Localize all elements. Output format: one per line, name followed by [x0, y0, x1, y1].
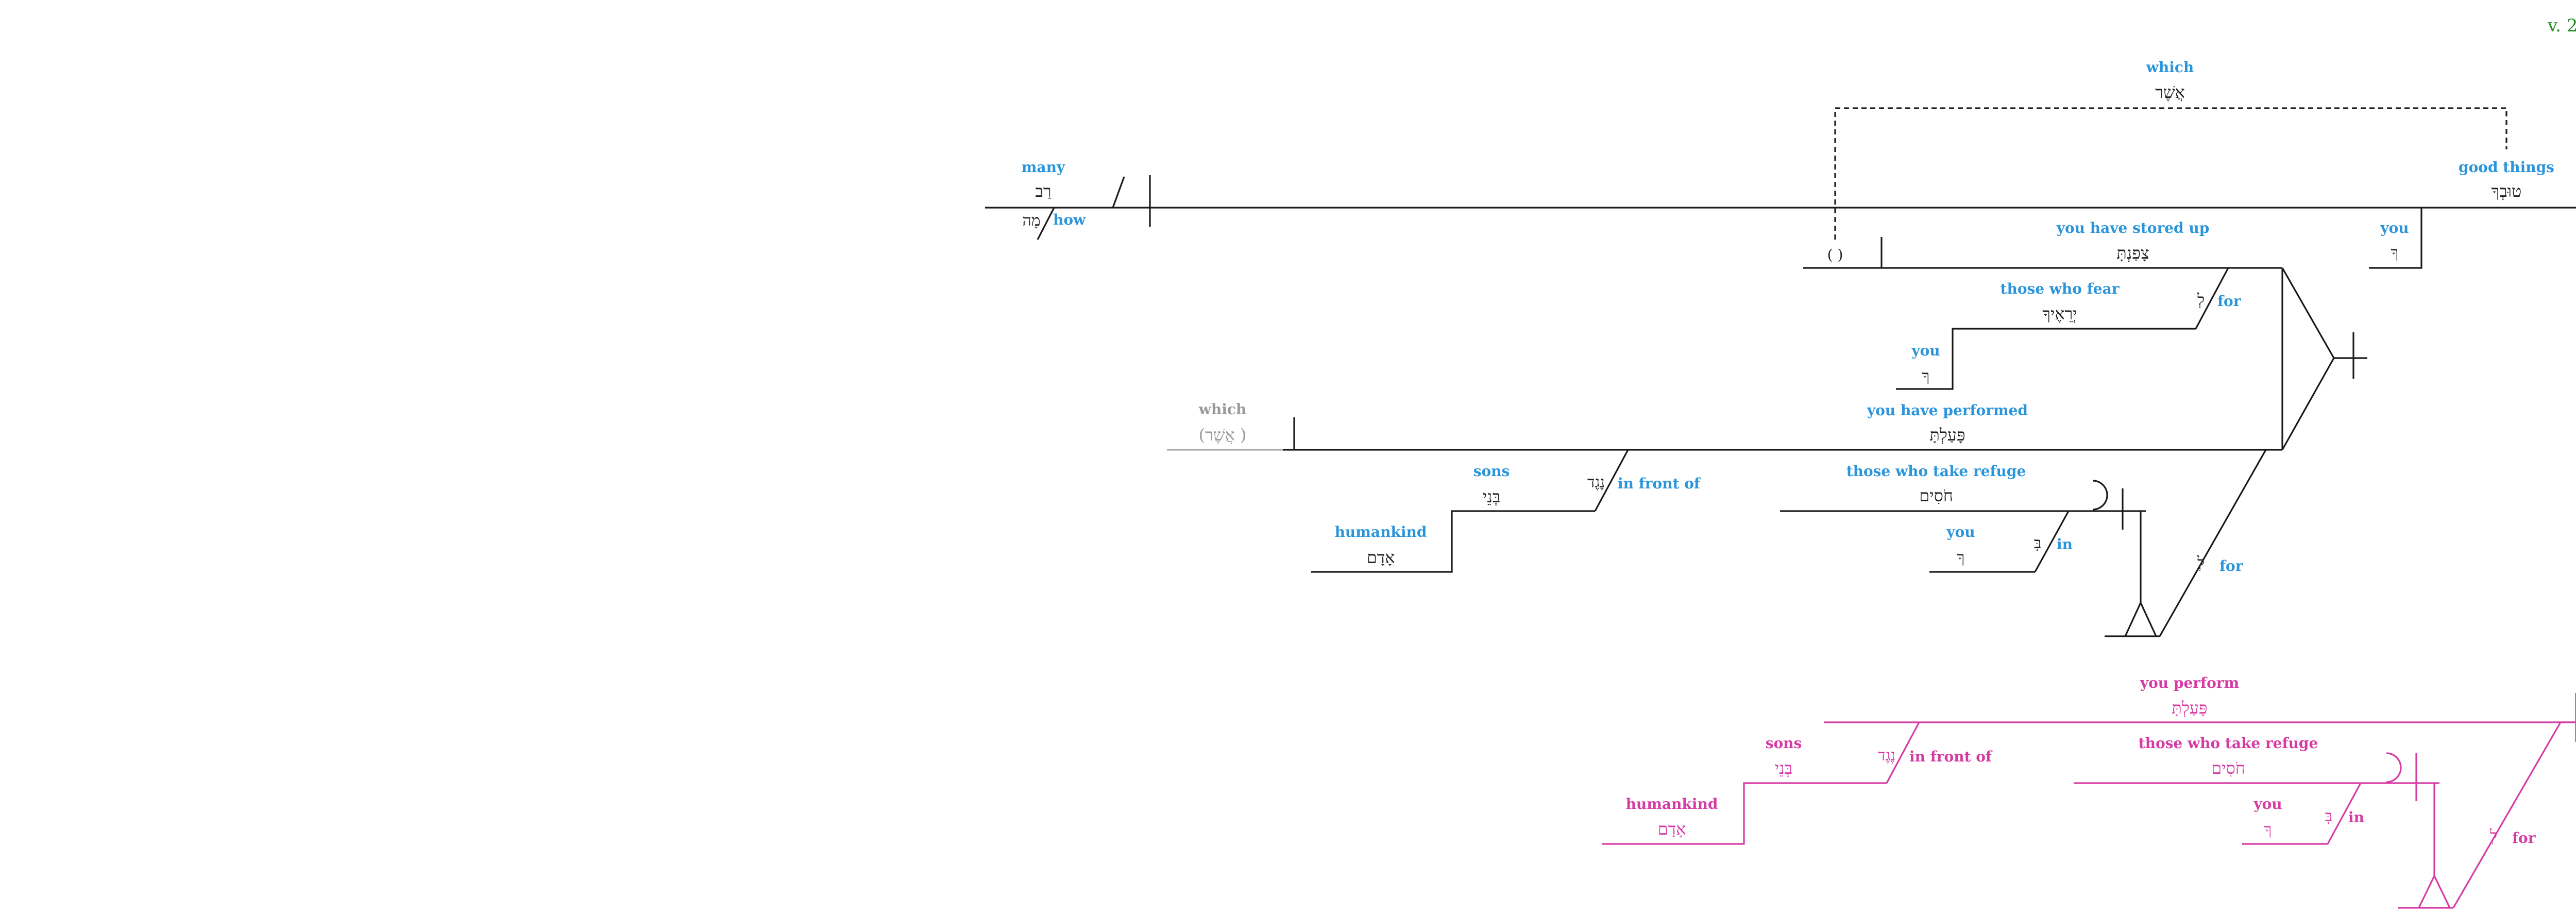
echo-perform-hebrew: פָּעַלְתָּ: [2172, 698, 2207, 718]
echo-in-gloss: in: [2348, 809, 2364, 826]
stored-hebrew: צָפַנְתָּ: [2116, 243, 2149, 263]
sons-object-line: [1311, 510, 1595, 573]
good-things-gloss: good things: [2459, 159, 2554, 176]
refuge-participle-hook: [2092, 480, 2108, 511]
in-front-of-gloss: in front of: [1618, 475, 1701, 492]
for1-hebrew: לְ: [2197, 291, 2205, 309]
fear-object-line: [1896, 328, 2196, 390]
refuge-gloss: those who take refuge: [1846, 463, 2026, 480]
performed-gloss: you have performed: [1867, 402, 2028, 419]
echo-stilt: [2418, 874, 2451, 908]
echo-in-line: [2327, 783, 2362, 844]
relative-dashed-connector: [1834, 107, 2507, 240]
echo-humankind-gloss: humankind: [1626, 795, 1718, 812]
echo-participle-hook: [2386, 752, 2402, 783]
placeholder-subject: ( ): [1827, 246, 1843, 263]
sons-hebrew: בְּנֵי: [1483, 487, 1500, 506]
humankind-hebrew: אָדָם: [1367, 548, 1395, 567]
fear-hebrew: יְרֵאֶיךָ: [2042, 304, 2077, 324]
how-modifier-line: [1037, 207, 1055, 240]
for1-preposition-line: [2195, 267, 2229, 329]
stored-gloss: you have stored up: [2056, 219, 2210, 236]
echo-in-front-of-gloss: in front of: [1909, 748, 1993, 765]
you-poss-hebrew: ךָ: [2391, 244, 2399, 262]
you-obj2-hebrew: ךָ: [1957, 549, 1965, 567]
which-implied-gloss: which: [1198, 401, 1247, 418]
many-gloss: many: [1022, 159, 1065, 176]
echo-sons-object-line: [1602, 782, 1887, 845]
in-front-of-line: [1594, 449, 1629, 512]
performed-hebrew: פָּעַלְתָּ: [1929, 425, 1965, 445]
for2-gloss: for: [2219, 557, 2244, 574]
compound-bracket: [2281, 267, 2335, 450]
in-preposition-line: [2034, 511, 2070, 572]
echo-in-front-of-line: [1886, 722, 1920, 784]
in-gloss: in: [2057, 536, 2073, 553]
you-possessive-line: [2369, 208, 2422, 269]
echo-perform-gloss: you perform: [2140, 674, 2239, 691]
modifier-slash: [1112, 176, 1125, 208]
fear-gloss: those who fear: [2001, 280, 2120, 297]
which-implied-hebrew: (אֲשֶׁר ): [1199, 425, 1247, 445]
echo-in-hebrew: בְּ: [2325, 807, 2332, 825]
echo-refuge-gloss: those who take refuge: [2139, 735, 2318, 752]
in-hebrew: בְּ: [2034, 534, 2041, 552]
echo-for-line: [2452, 722, 2562, 908]
you-poss-gloss: you: [2380, 219, 2409, 236]
you-obj1-hebrew: ךָ: [1922, 367, 1930, 385]
echo-you-hebrew: ךָ: [2264, 821, 2272, 839]
sons-gloss: sons: [1473, 463, 1510, 480]
refuge-hebrew: חֹסִים: [1919, 486, 1953, 505]
verse-label: v. 20: [2547, 15, 2576, 36]
which-hebrew: אֲשֶׁר: [2155, 82, 2185, 102]
for1-gloss: for: [2217, 293, 2242, 310]
echo-for-hebrew: לְ: [2489, 827, 2497, 845]
for2-preposition-line: [2159, 449, 2267, 637]
echo-refuge-hebrew: חֹסִים: [2211, 758, 2245, 778]
echo-humankind-hebrew: אָדָם: [1658, 819, 1686, 839]
many-hebrew: רַב: [1035, 181, 1051, 201]
you-obj2-gloss: you: [1946, 523, 1975, 540]
echo-for-gloss: for: [2512, 829, 2536, 846]
you-obj1-gloss: you: [1911, 342, 1940, 359]
how-gloss: how: [1053, 211, 1086, 228]
which-gloss: which: [2146, 59, 2194, 76]
refuge-stilt: [2124, 601, 2157, 637]
humankind-gloss: humankind: [1335, 523, 1427, 540]
for2-hebrew: לְ: [2197, 554, 2205, 572]
good-things-hebrew: טוּבְךָ: [2492, 181, 2522, 201]
echo-sons-gloss: sons: [1766, 735, 1802, 752]
echo-you-gloss: you: [2253, 795, 2282, 812]
echo-in-front-of-hebrew: נֶגֶד: [1878, 747, 1895, 765]
in-front-of-hebrew: נֶגֶד: [1587, 473, 1605, 492]
how-hebrew: מָה: [1022, 212, 1040, 230]
echo-sons-hebrew: בְּנֵי: [1775, 758, 1792, 778]
